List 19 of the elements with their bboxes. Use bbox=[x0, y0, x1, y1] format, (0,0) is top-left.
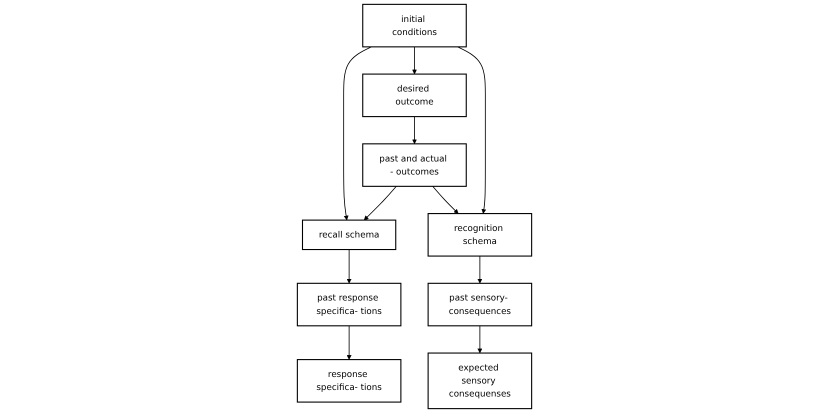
arrow bbox=[477, 325, 482, 354]
node-box: recognition schema bbox=[428, 213, 532, 257]
node-box: recall schema bbox=[302, 220, 396, 250]
node-box: desired outcome bbox=[362, 74, 467, 118]
node-box: past sensory- consequences bbox=[428, 282, 532, 326]
arrow bbox=[412, 46, 417, 74]
node-box: past and actual - outcomes bbox=[362, 143, 467, 187]
node-box: expected sensory consequenses bbox=[428, 352, 532, 410]
arrow bbox=[343, 46, 372, 220]
arrow bbox=[477, 256, 482, 284]
arrow bbox=[364, 186, 397, 220]
node-box: response specifica- tions bbox=[296, 359, 402, 403]
node-box: initial conditions bbox=[362, 4, 467, 48]
arrow bbox=[412, 116, 417, 144]
arrow bbox=[457, 46, 486, 214]
arrow bbox=[346, 249, 352, 284]
arrow bbox=[432, 186, 459, 214]
node-box: past response specifica- tions bbox=[296, 282, 402, 326]
arrow bbox=[346, 325, 352, 360]
